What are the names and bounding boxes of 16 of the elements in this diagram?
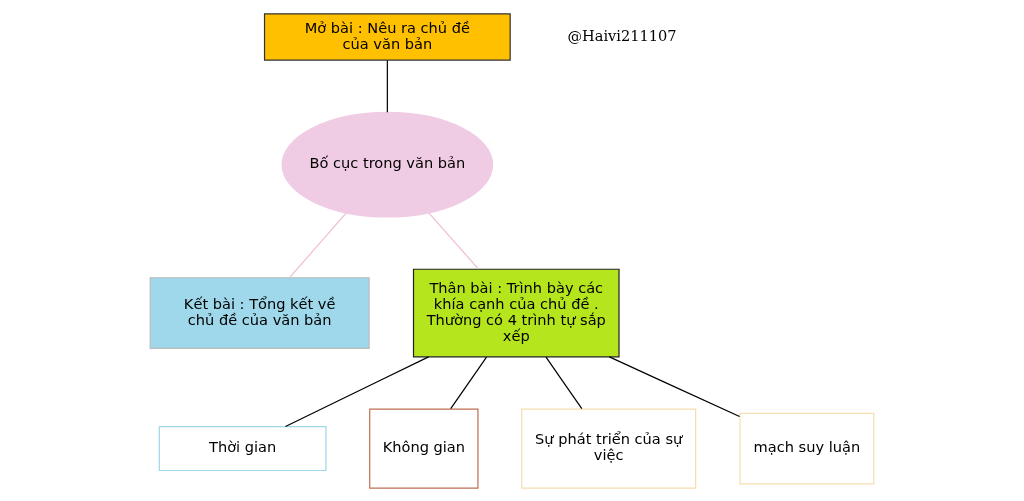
connector	[284, 355, 430, 427]
node-ellipse: Bố cục trong văn bản	[281, 111, 494, 218]
connector	[428, 211, 479, 269]
node-box: Mở bài : Nêu ra chủ đề của văn bản	[263, 12, 511, 61]
connector	[450, 356, 488, 409]
node-box: Thân bài : Trình bày các khía cạnh của chủ đề . Thường có 4 trình tự sắp xếp	[412, 268, 620, 357]
node-box: Thời gian	[158, 425, 327, 471]
node-box: Không gian	[369, 407, 479, 489]
node-box: Kết bài : Tổng kết về chủ đề của văn bản	[149, 276, 370, 349]
connector	[608, 355, 741, 417]
label: @Haivi211107	[567, 26, 677, 44]
connector	[545, 356, 583, 409]
connector	[386, 59, 388, 113]
node-box: Sự phát triển của sự việc	[521, 407, 697, 489]
node-box: mạch suy luận	[739, 412, 875, 484]
connector	[289, 211, 347, 278]
